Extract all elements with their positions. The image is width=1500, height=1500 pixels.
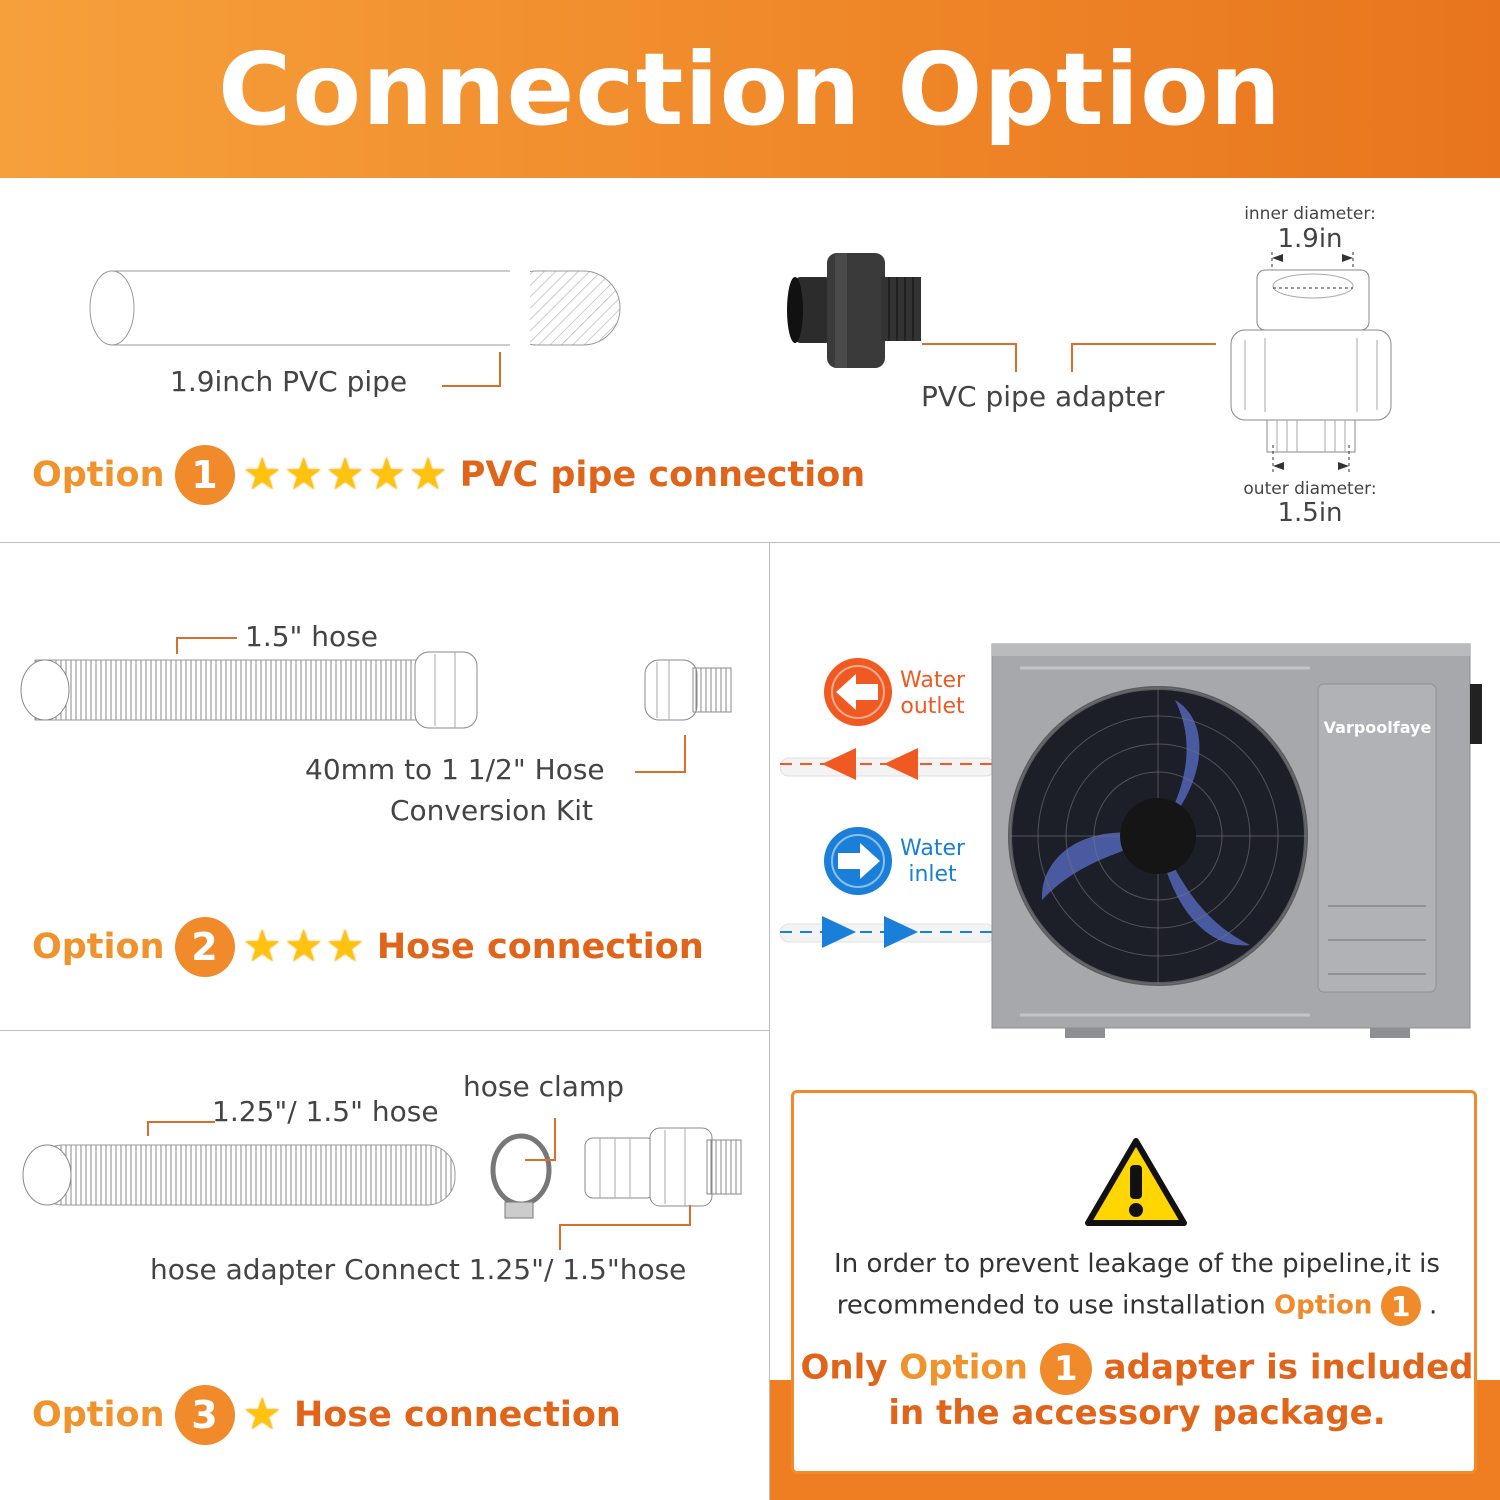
option-number-badge: 1 xyxy=(1380,1286,1421,1326)
star-icon: ★ xyxy=(283,450,324,499)
conversion-kit-illustration xyxy=(635,659,732,773)
notice-line2: recommended to use installation Option 1… xyxy=(794,1286,1480,1326)
only-word: Only xyxy=(800,1347,888,1388)
arrow-left-icon xyxy=(824,658,892,726)
only-option-line2: in the accessory package. xyxy=(888,1393,1386,1433)
warning-icon xyxy=(1085,1138,1187,1226)
option-label: Option xyxy=(899,1347,1028,1388)
water-outlet-line1: Water xyxy=(900,668,966,693)
hose-label: 1.25"/ 1.5" hose xyxy=(212,1095,439,1128)
option-2-row: Option 2 ★ ★ ★ Hose connection xyxy=(32,917,704,977)
water-inlet-label: Water inlet xyxy=(900,836,965,888)
option-label: Option xyxy=(32,927,165,967)
water-outlet-label: Water outlet xyxy=(900,668,965,720)
star-icon: ★ xyxy=(325,450,365,499)
water-inlet-line1: Water xyxy=(900,836,966,861)
pvc-adapter-label: PVC pipe adapter xyxy=(921,380,1165,413)
option-number-badge: 2 xyxy=(174,917,235,977)
leader-line xyxy=(922,343,1216,372)
hose-adapter-label: hose adapter Connect 1.25"/ 1.5"hose xyxy=(150,1253,687,1286)
star-icon: ★ xyxy=(242,1390,282,1439)
option-title: Hose connection xyxy=(376,927,704,967)
kit-label-line1: 40mm to 1 1/2" Hose xyxy=(305,753,605,786)
header-banner: Connection Option xyxy=(0,0,1500,178)
pvc-pipe-illustration xyxy=(89,270,621,360)
only-option-line1: Only Option 1 adapter is included xyxy=(794,1343,1480,1395)
arrow-right-icon xyxy=(824,827,892,895)
inner-diameter-value: 1.9in xyxy=(1277,224,1343,254)
notice-box: In order to prevent leakage of the pipel… xyxy=(791,1090,1477,1474)
water-inlet-line2: inlet xyxy=(908,862,957,887)
divider xyxy=(769,542,770,1500)
heat-pump-unit xyxy=(780,643,1482,1038)
star-icon: ★ xyxy=(408,450,448,499)
star-icon: ★ xyxy=(242,450,282,499)
outer-diameter-label: outer diameter: xyxy=(1243,479,1377,499)
divider xyxy=(0,542,1500,543)
outer-diameter-value: 1.5in xyxy=(1277,498,1343,528)
page-title: Connection Option xyxy=(218,30,1282,148)
adapter-line-drawing xyxy=(1230,252,1392,472)
hose-illustration xyxy=(22,1121,456,1206)
notice-line2-text: recommended to use installation xyxy=(836,1290,1266,1321)
notice-period: . xyxy=(1428,1290,1438,1321)
pvc-adapter-photo xyxy=(787,253,921,368)
divider xyxy=(0,1030,770,1031)
notice-line1: In order to prevent leakage of the pipel… xyxy=(834,1249,1440,1279)
hose-label: 1.5" hose xyxy=(245,620,378,653)
brand-logo: Varpoolfaye xyxy=(1323,718,1432,737)
option-label: Option xyxy=(32,455,165,495)
star-icon: ★ xyxy=(366,450,407,499)
pvc-pipe-label: 1.9inch PVC pipe xyxy=(170,365,408,398)
hose-illustration xyxy=(20,637,478,729)
option-number-badge: 1 xyxy=(1039,1343,1092,1395)
water-outlet-line2: outlet xyxy=(900,694,965,719)
hose-clamp-label: hose clamp xyxy=(463,1070,624,1103)
option-number-badge: 1 xyxy=(174,445,235,505)
option-title: PVC pipe connection xyxy=(459,455,866,495)
option-label: Option xyxy=(32,1395,165,1435)
option-3-row: Option 3 ★ Hose connection xyxy=(32,1385,621,1445)
clamp-and-adapter-illustration xyxy=(490,1118,742,1250)
option-label: Option xyxy=(1273,1290,1373,1321)
only-rest: adapter is included xyxy=(1103,1347,1474,1388)
option-1-row: Option 1 ★ ★ ★ ★ ★ PVC pipe connection xyxy=(32,445,865,505)
star-icon: ★ xyxy=(325,922,365,971)
option-title: Hose connection xyxy=(293,1395,621,1435)
leader-line xyxy=(442,352,501,387)
option-number-badge: 3 xyxy=(174,1385,235,1445)
star-icon: ★ xyxy=(242,922,282,971)
star-icon: ★ xyxy=(283,922,324,971)
kit-label-line2: Conversion Kit xyxy=(390,794,593,827)
inner-diameter-label: inner diameter: xyxy=(1244,204,1376,224)
